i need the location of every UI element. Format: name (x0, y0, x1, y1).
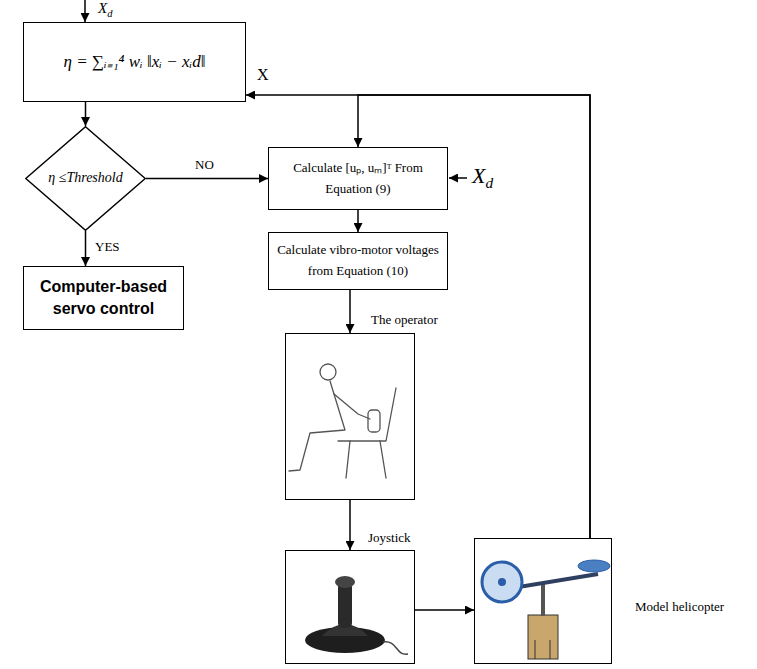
node-text: η = ∑ᵢ₌₁⁴ wᵢ ‖xᵢ − xᵢd‖ (63, 51, 205, 73)
node-text: Calculate vibro-motor voltages from Equa… (275, 240, 441, 282)
operator-body (289, 381, 345, 471)
tail-rotor (578, 560, 610, 572)
flow-arrow (85, 231, 87, 266)
flow-arrow (357, 210, 359, 232)
servo-box: Computer-based servo control (23, 266, 184, 330)
decision-diamond: η ≤Threshold (25, 126, 146, 231)
vibro-device (368, 410, 380, 432)
flow-arrow (349, 290, 351, 333)
input-arrow (449, 177, 467, 179)
main-rotor (482, 562, 522, 602)
joystick-stick (338, 582, 352, 628)
rotor-hub (498, 578, 506, 586)
process-box: Calculate vibro-motor voltages from Equa… (268, 232, 448, 290)
input-arrow (84, 0, 86, 22)
node-heading: Joystick (368, 530, 411, 546)
formula-box: η = ∑ᵢ₌₁⁴ wᵢ ‖xᵢ − xᵢd‖ (23, 22, 246, 102)
joystick-box: Joystick (285, 550, 415, 664)
node-text: Calculate [uₚ, uₘ]ᵀ From Equation (9) (292, 158, 424, 200)
node-body: Calculate [uₚ, uₘ]ᵀ From Equation (9) (269, 148, 447, 209)
node-body: Calculate vibro-motor voltages from Equa… (269, 233, 447, 289)
helicopter-base (528, 615, 558, 659)
diamond-shape (26, 127, 146, 231)
node-body: η = ∑ᵢ₌₁⁴ wᵢ ‖xᵢ − xᵢd‖ (24, 23, 245, 101)
helicopter-picture (482, 560, 610, 659)
operator-figure (289, 364, 396, 478)
chair (338, 388, 396, 441)
signal-label: Xd (96, 0, 114, 19)
edge-label: NO (193, 157, 216, 173)
joystick-grip (335, 576, 355, 588)
joystick-cable (383, 642, 408, 654)
chair-legs (346, 441, 386, 478)
edge-label: X (255, 66, 271, 84)
node-text: η ≤Threshold (48, 169, 122, 187)
process-box: Calculate [uₚ, uₘ]ᵀ From Equation (9) (268, 147, 448, 210)
node-body: η ≤Threshold (25, 126, 146, 231)
node-heading: The operator (371, 312, 438, 328)
flow-arrow (246, 95, 590, 538)
node-text: Computer-based servo control (30, 276, 177, 319)
flow-arrow (146, 178, 268, 180)
edge-label: YES (93, 239, 122, 255)
operator-arm (334, 394, 370, 419)
helicopter-post (541, 584, 545, 616)
node-body: Computer-based servo control (24, 267, 183, 329)
operator-head (320, 364, 336, 380)
joystick-picture (305, 576, 408, 654)
node-heading: Model helicopter (635, 599, 724, 615)
flow-arrow (349, 500, 351, 550)
signal-label: Xd (470, 163, 495, 192)
helicopter-box: Model helicopter (474, 538, 612, 664)
operator-box: The operator (285, 333, 415, 500)
flow-arrow (85, 102, 87, 126)
flow-arrow (415, 609, 474, 611)
helicopter-wires (535, 640, 550, 659)
